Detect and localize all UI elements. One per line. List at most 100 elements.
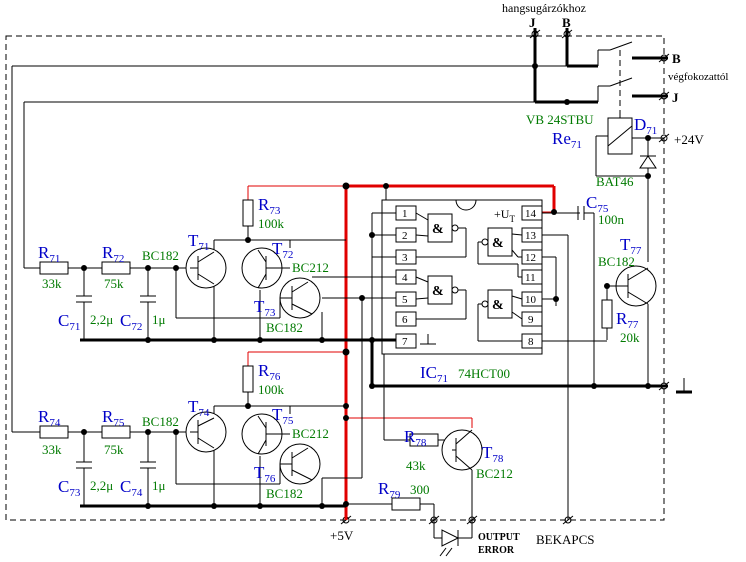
board-outline <box>5 35 665 521</box>
t74-value: BC182 <box>142 414 179 429</box>
ic-part: 74HCT00 <box>458 366 510 381</box>
ic-supply: +UT <box>494 207 515 224</box>
relay-coil <box>595 110 664 262</box>
relay-part: VB 24STBU <box>526 112 594 127</box>
supply-24v-label: +24V <box>674 132 704 147</box>
ic-pin-4: 4 <box>402 272 408 284</box>
terminal-top-b: B <box>562 15 571 30</box>
c75-ref: C75 <box>586 193 609 215</box>
c72-ref: C72 <box>120 311 142 333</box>
t71-ref: T71 <box>188 231 209 253</box>
ic-pin-2: 2 <box>402 230 408 242</box>
t78-ref: T78 <box>482 443 504 465</box>
diode-part: BAT46 <box>596 174 634 189</box>
ic-pin-7: 7 <box>402 336 408 348</box>
ic-pin-8: 8 <box>528 336 534 348</box>
terminal-right-j: J <box>672 90 679 105</box>
speaker-lines <box>11 28 668 432</box>
transistor-t76 <box>279 443 321 485</box>
ic-pin-6: 6 <box>402 314 408 326</box>
channel-1-chain <box>24 199 323 340</box>
t71-value: BC182 <box>142 248 179 263</box>
t77-ref: T77 <box>620 235 642 257</box>
r79-value: 300 <box>410 482 430 497</box>
gate-1-symbol: & <box>432 222 444 237</box>
c71-ref: C71 <box>58 311 80 333</box>
transistor-t75 <box>241 413 290 455</box>
r74-value: 33k <box>42 442 62 457</box>
channel-to-ic-wires <box>290 239 396 479</box>
r75-ref: R75 <box>102 407 125 429</box>
ic-pin-12: 12 <box>525 252 536 264</box>
r75-value: 75k <box>104 442 124 457</box>
ic-pin-3: 3 <box>402 252 408 264</box>
r71-ref: R71 <box>38 243 60 265</box>
gate-4-symbol: & <box>492 298 504 313</box>
ic-pin-14: 14 <box>525 208 537 220</box>
ic-74hct00 <box>381 199 543 355</box>
c72-value: 1μ <box>152 312 166 327</box>
r74-ref: R74 <box>38 407 61 429</box>
r77-ref: R77 <box>616 309 639 331</box>
speakers-label: hangsugárzókhoz <box>502 1 586 15</box>
t73-ref: T73 <box>254 297 276 319</box>
transistor-t73 <box>279 277 321 319</box>
ic-pin-13: 13 <box>525 230 537 242</box>
r72-value: 75k <box>104 276 124 291</box>
labels: hangsugárzókhoz J B B J végfokozattól +2… <box>38 1 728 556</box>
c75-value: 100n <box>598 212 625 227</box>
r73-value: 100k <box>258 216 285 231</box>
output-error-label-2: ERROR <box>478 545 515 556</box>
r78-value: 43k <box>406 458 426 473</box>
t75-ref: T75 <box>272 405 294 427</box>
terminal-top-j: J <box>529 15 536 30</box>
from-amp-label: végfokozattól <box>668 71 728 83</box>
channel-2-chain <box>12 365 346 506</box>
terminal-right-b: B <box>672 51 681 66</box>
c74-value: 1μ <box>152 478 166 493</box>
r77-value: 20k <box>620 330 640 345</box>
output-error-led <box>433 520 473 557</box>
c74-ref: C74 <box>120 477 143 499</box>
t77-value: BC182 <box>598 254 635 269</box>
junction-dots <box>81 63 651 509</box>
c71-value: 2,2μ <box>90 312 113 327</box>
t72-value: BC212 <box>292 260 329 275</box>
r73-ref: R73 <box>258 195 281 217</box>
supply-5v-label: +5V <box>330 528 354 543</box>
bekapcs-label: BEKAPCS <box>536 532 595 547</box>
t74-ref: T74 <box>188 397 210 419</box>
transistor-t77 <box>601 265 657 386</box>
ic-pin-1: 1 <box>402 208 408 220</box>
resistor-r79 <box>346 497 435 520</box>
ic-pin-9: 9 <box>528 314 534 326</box>
transistor-t71 <box>185 247 227 289</box>
transistor-t72 <box>241 247 290 289</box>
t76-ref: T76 <box>254 463 276 485</box>
output-error-label-1: OUTPUT <box>478 532 520 543</box>
transistor-t74 <box>185 411 227 453</box>
r78-ref: R78 <box>404 427 427 449</box>
t78-value: BC212 <box>476 466 513 481</box>
c73-value: 2,2μ <box>90 478 113 493</box>
gate-3-symbol: & <box>492 236 504 251</box>
ic-pin-5: 5 <box>402 294 408 306</box>
t76-value: BC182 <box>266 486 303 501</box>
diode-d71 <box>639 155 657 169</box>
c73-ref: C73 <box>58 477 81 499</box>
t72-ref: T72 <box>272 239 293 261</box>
ic-pin-10: 10 <box>525 294 537 306</box>
r71-value: 33k <box>42 276 62 291</box>
diode-ref: D71 <box>634 115 657 137</box>
transistor-t78 <box>409 429 483 520</box>
r76-ref: R76 <box>258 361 281 383</box>
gate-2-symbol: & <box>432 284 444 299</box>
r72-ref: R72 <box>102 243 124 265</box>
relay-ref: Re71 <box>552 129 582 151</box>
t75-value: BC212 <box>292 426 329 441</box>
r76-value: 100k <box>258 382 285 397</box>
t73-value: BC182 <box>266 320 303 335</box>
r79-ref: R79 <box>378 479 401 501</box>
